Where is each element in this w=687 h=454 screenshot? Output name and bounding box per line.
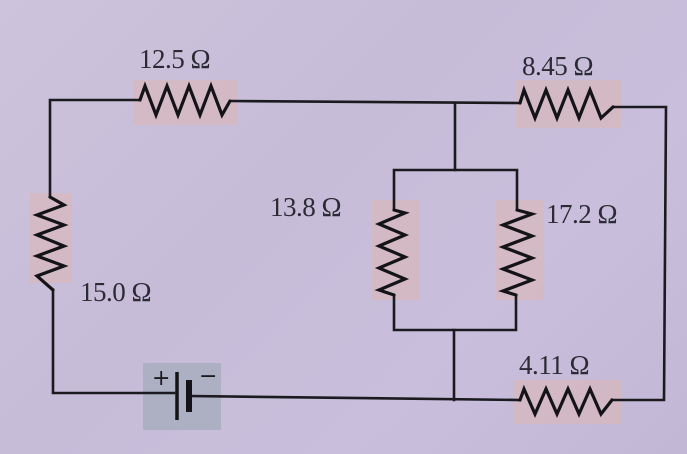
resistor-4-11	[518, 384, 614, 418]
resistor-8-45-highlight	[516, 80, 622, 128]
wire-top-middle	[228, 99, 522, 105]
resistor-4-11-label: 4.11 Ω	[519, 350, 590, 380]
resistor-12-5-label: 12.5 Ω	[139, 44, 211, 74]
wire-parallel-bottom	[392, 293, 518, 332]
resistor-15-0-label: 15.0 Ω	[80, 277, 152, 307]
resistor-13-8	[374, 208, 410, 297]
resistor-15-0	[32, 195, 69, 292]
resistor-12-5	[138, 81, 232, 120]
resistor-17-2	[498, 208, 538, 297]
battery-plus-sign: +	[152, 366, 171, 391]
wire-right	[610, 105, 668, 402]
wire-top-left	[48, 98, 142, 199]
resistor-12-5-highlight	[133, 80, 237, 125]
resistor-13-8-label: 13.8 Ω	[270, 192, 342, 222]
wire-bottom-middle	[188, 394, 522, 402]
battery-minus-sign: −	[199, 364, 218, 389]
resistor-13-8-highlight	[372, 200, 420, 300]
resistor-8-45-label: 8.45 Ω	[522, 51, 594, 81]
wire-parallel-top	[392, 168, 519, 212]
wire-bottom-left	[51, 288, 176, 395]
resistor-15-0-highlight	[30, 193, 72, 283]
resistor-8-45	[518, 85, 615, 123]
resistor-17-2-label: 17.2 Ω	[546, 199, 618, 229]
